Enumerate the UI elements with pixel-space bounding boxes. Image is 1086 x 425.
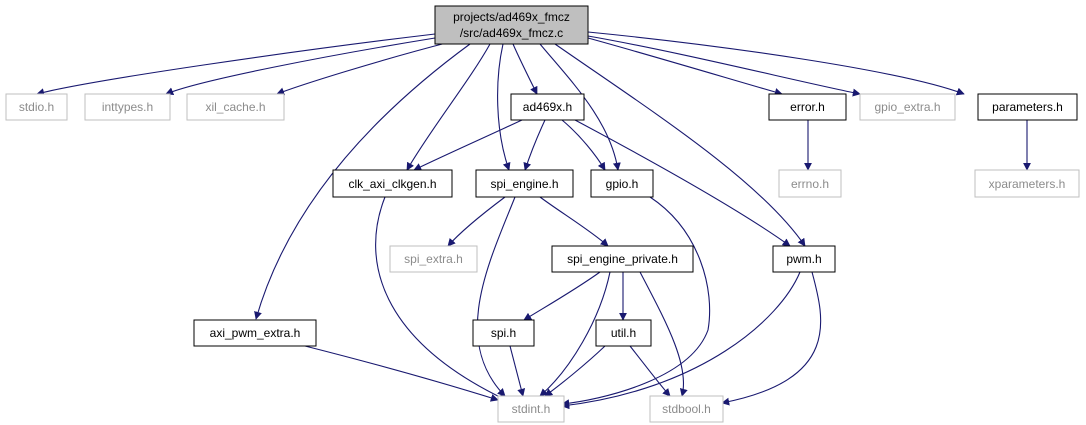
edge-root-pwm [554,43,806,247]
root-file-path-line1: projects/ad469x_fmcz [453,10,570,24]
node-gpio[interactable]: gpio.h [590,169,654,198]
edge-gpio-stdint [561,196,711,408]
node-spi-engine-private[interactable]: spi_engine_private.h [551,245,694,273]
edge-root-parameters [587,31,965,96]
edge-spi-engine-spi-engine-private [539,196,609,247]
node-util[interactable]: util.h [595,319,652,347]
edge-spi-engine-spi-extra [447,196,506,247]
edge-root-axi-pwm-extra [254,43,471,320]
node-axi-pwm-extra[interactable]: axi_pwm_extra.h [193,319,317,347]
node-stdio[interactable]: stdio.h [5,93,68,121]
edge-axi-pwm-extra-stdint [304,345,499,402]
node-xil-cache[interactable]: xil_cache.h [186,93,285,121]
svg-text:ad469x.h: ad469x.h [523,100,572,114]
node-inttypes[interactable]: inttypes.h [84,93,171,121]
node-spi-extra[interactable]: spi_extra.h [389,245,478,273]
svg-text:stdint.h: stdint.h [512,402,551,416]
node-stdint[interactable]: stdint.h [497,395,565,423]
svg-text:clk_axi_clkgen.h: clk_axi_clkgen.h [348,177,436,191]
edge-root-clk-axi-clkgen [406,43,491,171]
edge-root-gpio [539,43,621,171]
edge-root-spi-engine [497,43,511,171]
edge-root-gpio-extra [587,35,861,97]
edge-util-stdint [544,345,606,397]
edge-ad469x-pwm [574,119,791,247]
edge-util-stdbool [629,345,671,397]
svg-text:xil_cache.h: xil_cache.h [205,100,265,114]
svg-text:axi_pwm_extra.h: axi_pwm_extra.h [210,326,301,340]
svg-text:spi_engine_private.h: spi_engine_private.h [567,252,678,266]
svg-text:spi_engine.h: spi_engine.h [490,177,558,191]
edge-root-stdio [36,33,436,97]
edge-ad469x-gpio [561,119,606,171]
edge-spi-engine-private-stdbool [639,271,688,397]
svg-text:spi.h: spi.h [491,326,516,340]
edge-pwm-stdint [561,271,801,410]
edge-root-inttypes [165,37,436,95]
edge-root-xil-cache [276,41,451,96]
svg-text:util.h: util.h [611,326,636,340]
node-errno[interactable]: errno.h [778,169,842,198]
node-spi-engine[interactable]: spi_engine.h [475,169,574,198]
edge-root-ad469x [512,43,538,95]
node-gpio-extra[interactable]: gpio_extra.h [859,93,956,121]
node-root-file[interactable]: projects/ad469x_fmcz /src/ad469x_fmcz.c [434,5,589,45]
edge-spi-stdint [509,345,526,397]
svg-text:gpio.h: gpio.h [606,177,639,191]
edge-spi-engine-private-stdint [539,271,611,397]
edge-clk-axi-clkgen-stdint [375,196,507,401]
svg-text:gpio_extra.h: gpio_extra.h [874,100,940,114]
node-pwm[interactable]: pwm.h [772,245,836,273]
svg-text:errno.h: errno.h [791,177,829,191]
node-parameters[interactable]: parameters.h [977,93,1078,121]
edge-spi-engine-private-spi [523,271,601,321]
edge-ad469x-clk-axi-clkgen [413,119,523,171]
node-clk-axi-clkgen[interactable]: clk_axi_clkgen.h [332,169,453,198]
node-spi[interactable]: spi.h [472,319,535,347]
node-error[interactable]: error.h [768,93,847,121]
edge-pwm-stdbool [721,271,822,406]
svg-text:pwm.h: pwm.h [786,252,821,266]
svg-text:parameters.h: parameters.h [992,100,1063,114]
edge-ad469x-spi-engine [523,119,546,171]
edge-root-error [587,37,783,96]
svg-text:stdbool.h: stdbool.h [662,402,711,416]
svg-text:spi_extra.h: spi_extra.h [404,252,463,266]
svg-text:error.h: error.h [790,100,825,114]
node-ad469x[interactable]: ad469x.h [510,93,585,121]
svg-text:xparameters.h: xparameters.h [989,177,1066,191]
svg-text:stdio.h: stdio.h [19,100,54,114]
svg-text:inttypes.h: inttypes.h [102,100,153,114]
node-xparameters[interactable]: xparameters.h [974,169,1080,198]
edge-spi-engine-stdint [476,196,516,397]
root-file-path-line2: /src/ad469x_fmcz.c [460,26,563,40]
node-stdbool[interactable]: stdbool.h [649,395,724,423]
nodes: projects/ad469x_fmcz /src/ad469x_fmcz.c … [5,5,1080,423]
edges [36,31,1031,410]
